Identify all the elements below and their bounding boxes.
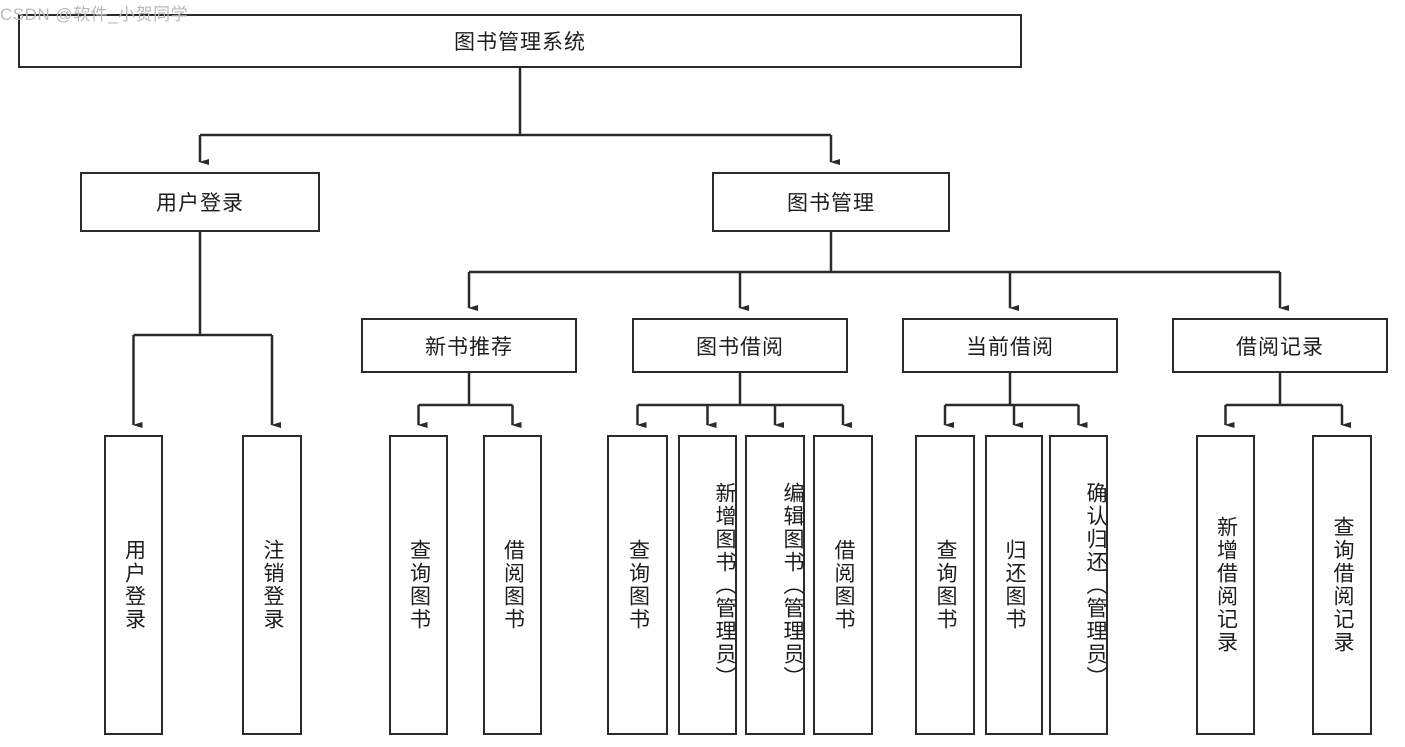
node-leaf-query-book-2[interactable]: 查询图书 [607,435,668,735]
node-leaf-confirm-return[interactable]: 确认归还（管理员） [1049,435,1108,735]
node-label: 图书管理系统 [454,31,586,54]
node-label: 归还图书 [1003,539,1027,631]
node-leaf-logout[interactable]: 注销登录 [242,435,302,735]
node-label: 借阅图书 [501,539,525,631]
node-label: 查询图书 [407,539,431,631]
node-label: 注销登录 [261,539,285,631]
node-label: 用户登录 [156,192,244,215]
node-label: 新书推荐 [425,335,513,359]
node-book-manage[interactable]: 图书管理 [712,172,950,232]
node-user-login[interactable]: 用户登录 [80,172,320,232]
node-leaf-query-book-3[interactable]: 查询图书 [915,435,975,735]
node-label: 查询图书 [626,539,650,631]
node-current-borrow[interactable]: 当前借阅 [902,318,1118,373]
node-leaf-edit-book[interactable]: 编辑图书（管理员） [745,435,805,735]
node-label: 借阅图书 [832,539,856,631]
node-label: 查询借阅记录 [1331,516,1355,654]
node-label: 新增借阅记录 [1214,516,1238,654]
node-leaf-add-book[interactable]: 新增图书（管理员） [678,435,737,735]
node-leaf-query-book-1[interactable]: 查询图书 [389,435,448,735]
node-label: 图书借阅 [696,335,784,359]
node-label: 用户登录 [122,539,146,631]
node-label: 当前借阅 [966,335,1054,359]
node-new-book-rec[interactable]: 新书推荐 [361,318,577,373]
node-leaf-add-record[interactable]: 新增借阅记录 [1196,435,1255,735]
node-leaf-query-record[interactable]: 查询借阅记录 [1312,435,1372,735]
csdn-watermark: CSDN @软件_小贺同学 [0,5,189,24]
node-leaf-user-login[interactable]: 用户登录 [104,435,163,735]
node-label: 查询图书 [934,539,958,631]
node-label: 借阅记录 [1236,335,1324,359]
node-label: 编辑图书（管理员） [781,481,804,689]
node-book-borrow[interactable]: 图书借阅 [632,318,848,373]
node-borrow-record[interactable]: 借阅记录 [1172,318,1388,373]
node-leaf-borrow-book-1[interactable]: 借阅图书 [483,435,542,735]
node-label: 新增图书（管理员） [713,481,736,689]
node-label: 确认归还（管理员） [1084,481,1107,689]
node-root[interactable]: 图书管理系统 [18,14,1022,68]
node-label: 图书管理 [787,192,875,215]
node-leaf-borrow-book-2[interactable]: 借阅图书 [813,435,873,735]
node-leaf-return-book[interactable]: 归还图书 [985,435,1043,735]
